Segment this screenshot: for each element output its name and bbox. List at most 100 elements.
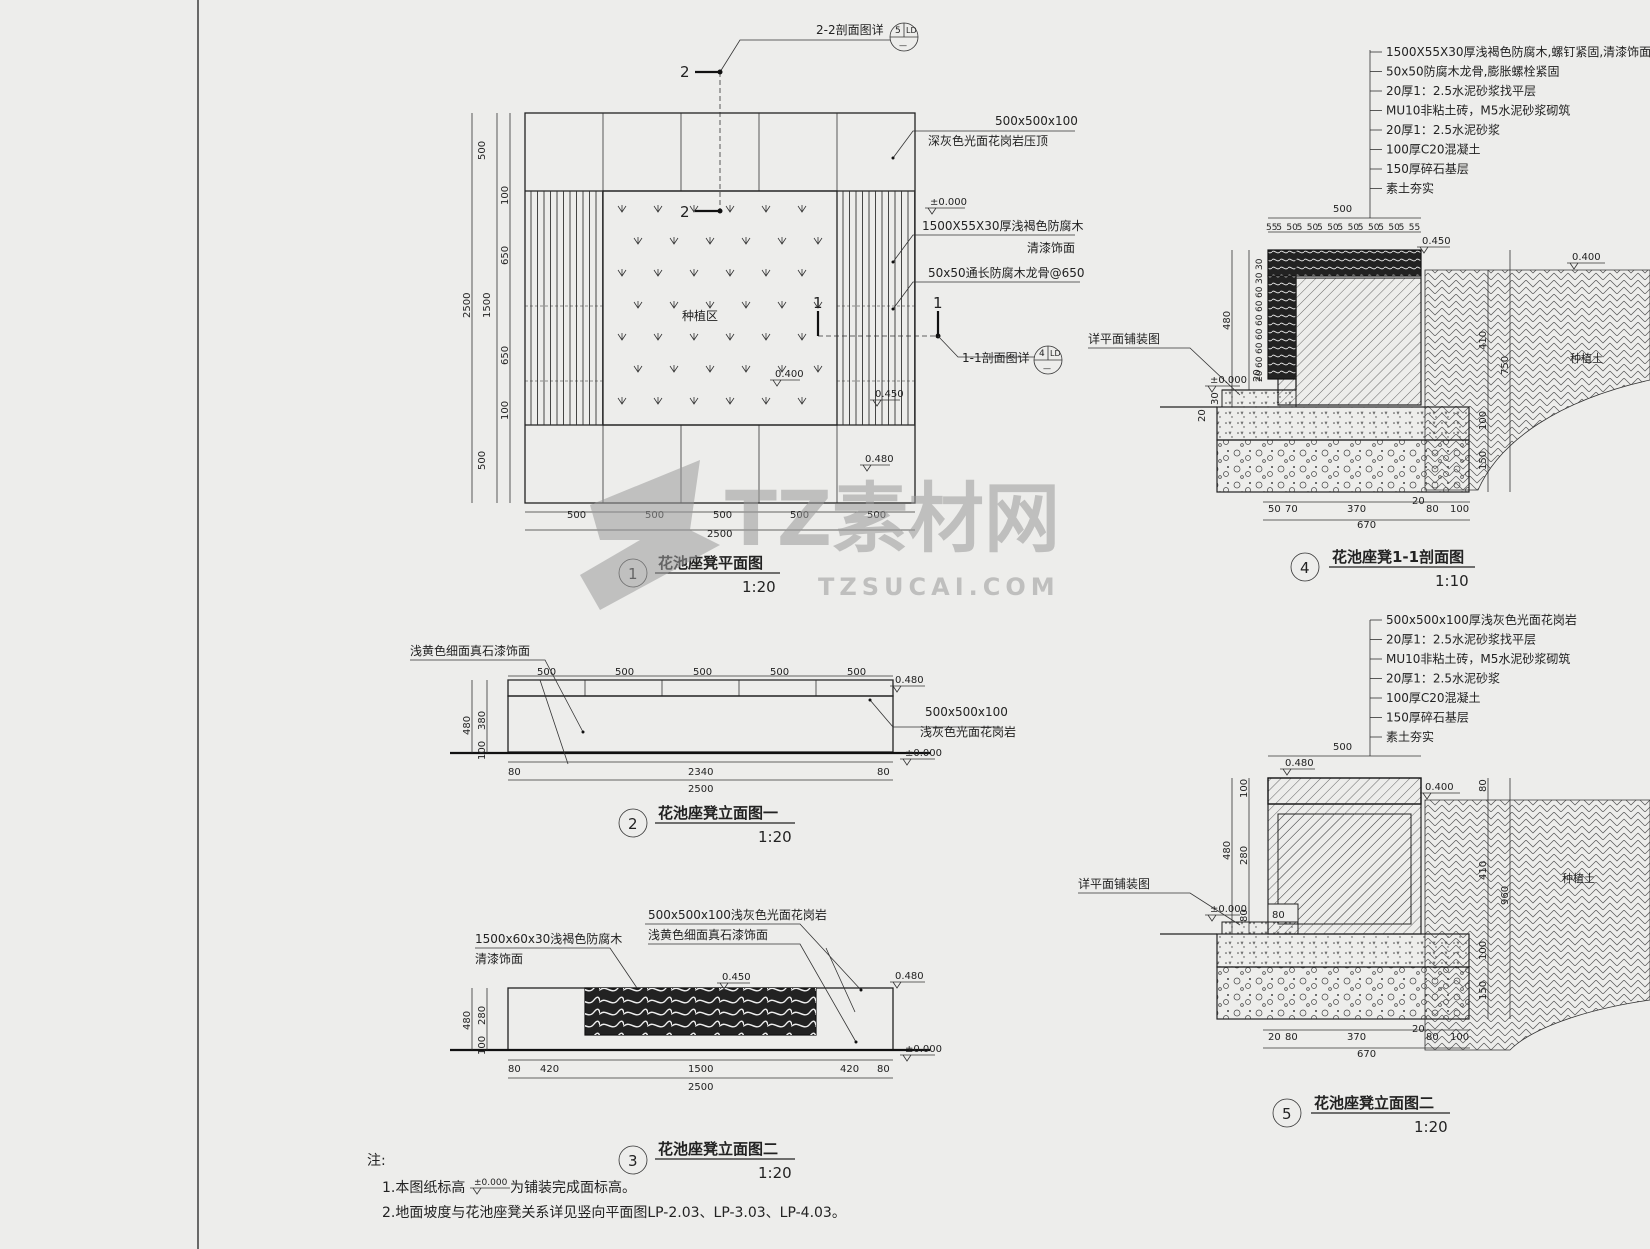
sec1-top-dim: 50 <box>1388 223 1400 233</box>
elev1-bottom-dim-1: 2340 <box>688 767 713 778</box>
elev2-scale: 1:20 <box>758 1164 792 1182</box>
sec1-top-dim: 50 <box>1307 223 1319 233</box>
sec1-right-dim-1: 750 <box>1500 356 1511 375</box>
sec1-bottom-dim-0: 50 <box>1268 504 1281 515</box>
sec1-layer-1: 50x50防腐木龙骨,膨胀螺栓紧固 <box>1386 64 1559 79</box>
sec2-soil-label: 种植土 <box>1562 871 1595 885</box>
plant-symbol <box>797 205 807 213</box>
sec2-right-dim-3: 100 <box>1478 941 1489 960</box>
plant-symbol <box>669 237 679 245</box>
callout-section-1: 1-1剖面图详 <box>962 350 1030 365</box>
plant-symbol <box>741 237 751 245</box>
sec1-bottom-dim-1: 70 <box>1285 504 1298 515</box>
elev2-left-dim-2: 100 <box>477 1036 488 1055</box>
elev1-top-dim-4: 500 <box>847 667 866 678</box>
bubble-dash-5: — <box>899 41 907 50</box>
plant-symbol <box>689 269 699 277</box>
plant-symbol <box>653 333 663 341</box>
plant-symbol <box>761 269 771 277</box>
sec2-bottom-dim-1: 80 <box>1285 1032 1298 1043</box>
sec1-wood-top <box>1267 249 1422 277</box>
elev2-bottom-dim-0: 80 <box>508 1064 521 1075</box>
plant-symbol <box>797 333 807 341</box>
sec2-bottom-dim-2: 370 <box>1347 1032 1366 1043</box>
sec1-bottom-dim-5: 100 <box>1450 504 1469 515</box>
sec2-granite-cap <box>1267 777 1422 805</box>
plant-symbol <box>705 365 715 373</box>
sec1-bottom-dim-4: 80 <box>1426 504 1439 515</box>
plant-symbol <box>761 333 771 341</box>
elev1-top-dim-1: 500 <box>615 667 634 678</box>
sec2-right-dim-4: 150 <box>1478 981 1489 1000</box>
watermark: TZ素材网 TZSUCAI.COM <box>580 460 1060 610</box>
plant-symbol <box>777 365 787 373</box>
plant-symbol <box>689 397 699 405</box>
elev1-total: 2500 <box>688 784 713 795</box>
sec1-left-dim: 60 <box>1255 356 1265 368</box>
plant-symbol <box>669 301 679 309</box>
bubble-ld-5: LD <box>906 26 917 35</box>
plan-dim-left-total: 2500 <box>462 293 473 318</box>
callout-section-2: 2-2剖面图详 <box>816 22 884 37</box>
plant-symbol <box>797 269 807 277</box>
wood-slats <box>525 191 915 425</box>
elev2-bottom-dim-4: 80 <box>877 1064 890 1075</box>
section-mark-1-right: 1 <box>933 294 943 312</box>
sec1-paving-note: 详平面铺装图 <box>1088 331 1160 346</box>
sec1-top-dim: 55 <box>1266 223 1277 233</box>
elev1-top-dim-0: 500 <box>537 667 556 678</box>
bubble-dash-4: — <box>1043 364 1051 373</box>
sec2-bottom-dim-5: 100 <box>1450 1032 1469 1043</box>
sec2-layer-6: 素土夯实 <box>1386 729 1434 744</box>
sec1-total: 670 <box>1357 520 1376 531</box>
sec2-left-dim-3: 80 <box>1239 909 1250 922</box>
elev2-bottom-dim-1: 420 <box>540 1064 559 1075</box>
sec2-inner-dim: 80 <box>1272 910 1285 921</box>
sec1-right-dim-2: 100 <box>1478 411 1489 430</box>
plant-symbol <box>741 301 751 309</box>
sec1-left-dim: 20 <box>1255 370 1265 382</box>
sec1-level-400: 0.400 <box>1572 252 1601 263</box>
sec2-paving-note: 详平面铺装图 <box>1078 876 1150 891</box>
watermark-text: TZ素材网 <box>725 474 1060 563</box>
callout-wood-size: 1500X55X30厚浅褐色防腐木 <box>922 218 1084 233</box>
elev1-scale: 1:20 <box>758 828 792 846</box>
callout-joist: 50x50通长防腐木龙骨@650 <box>928 265 1085 280</box>
sec1-left-small-1: 30 <box>1210 392 1221 405</box>
sec1-scale: 1:10 <box>1435 572 1469 590</box>
elev1-bottom-dim-0: 80 <box>508 767 521 778</box>
elev2-wood-callout: 1500x60x30浅褐色防腐木 <box>475 931 622 946</box>
plant-symbol <box>689 205 699 213</box>
sec1-left-total: 480 <box>1222 311 1233 330</box>
note-2: 2.地面坡度与花池座凳关系详见竖向平面图LP-2.03、LP-3.03、LP-4… <box>382 1205 846 1221</box>
elev2-number: 3 <box>628 1152 638 1170</box>
sec1-layer-5: 100厚C20混凝土 <box>1386 142 1481 157</box>
elev2-bottom-dim-2: 1500 <box>688 1064 713 1075</box>
sec2-scale: 1:20 <box>1414 1118 1448 1136</box>
elev2-wood-finish: 清漆饰面 <box>475 952 523 966</box>
watermark-subtext: TZSUCAI.COM <box>818 573 1060 601</box>
sec1-level-zero: ±0.000 <box>1210 375 1247 386</box>
plant-symbol <box>633 365 643 373</box>
plant-symbol <box>813 301 823 309</box>
planting-symbols <box>617 205 823 405</box>
plant-symbol <box>761 397 771 405</box>
sec1-bottom-dim-2: 370 <box>1347 504 1366 515</box>
sec1-left-dim: 60 <box>1255 342 1265 354</box>
plant-symbol <box>741 365 751 373</box>
callout-cap-size: 500x500x100 <box>995 114 1078 128</box>
sec1-left-dim: 30 <box>1255 258 1265 270</box>
sec1-right-dim-3: 150 <box>1478 451 1489 470</box>
sec1-top-dim: 5 <box>1399 223 1405 233</box>
plant-symbol <box>725 333 735 341</box>
plant-symbol <box>617 397 627 405</box>
sec1-top-dim: 5 <box>1337 223 1343 233</box>
sec1-number: 4 <box>1300 559 1310 577</box>
sec1-left-dim: 60 <box>1255 328 1265 340</box>
plant-symbol <box>761 205 771 213</box>
elev1-bottom-dim-2: 80 <box>877 767 890 778</box>
sec2-left-dim-0: 100 <box>1239 779 1250 798</box>
plan-dim-b3: 500 <box>790 510 809 521</box>
sec2-right-dim-2: 960 <box>1500 886 1511 905</box>
